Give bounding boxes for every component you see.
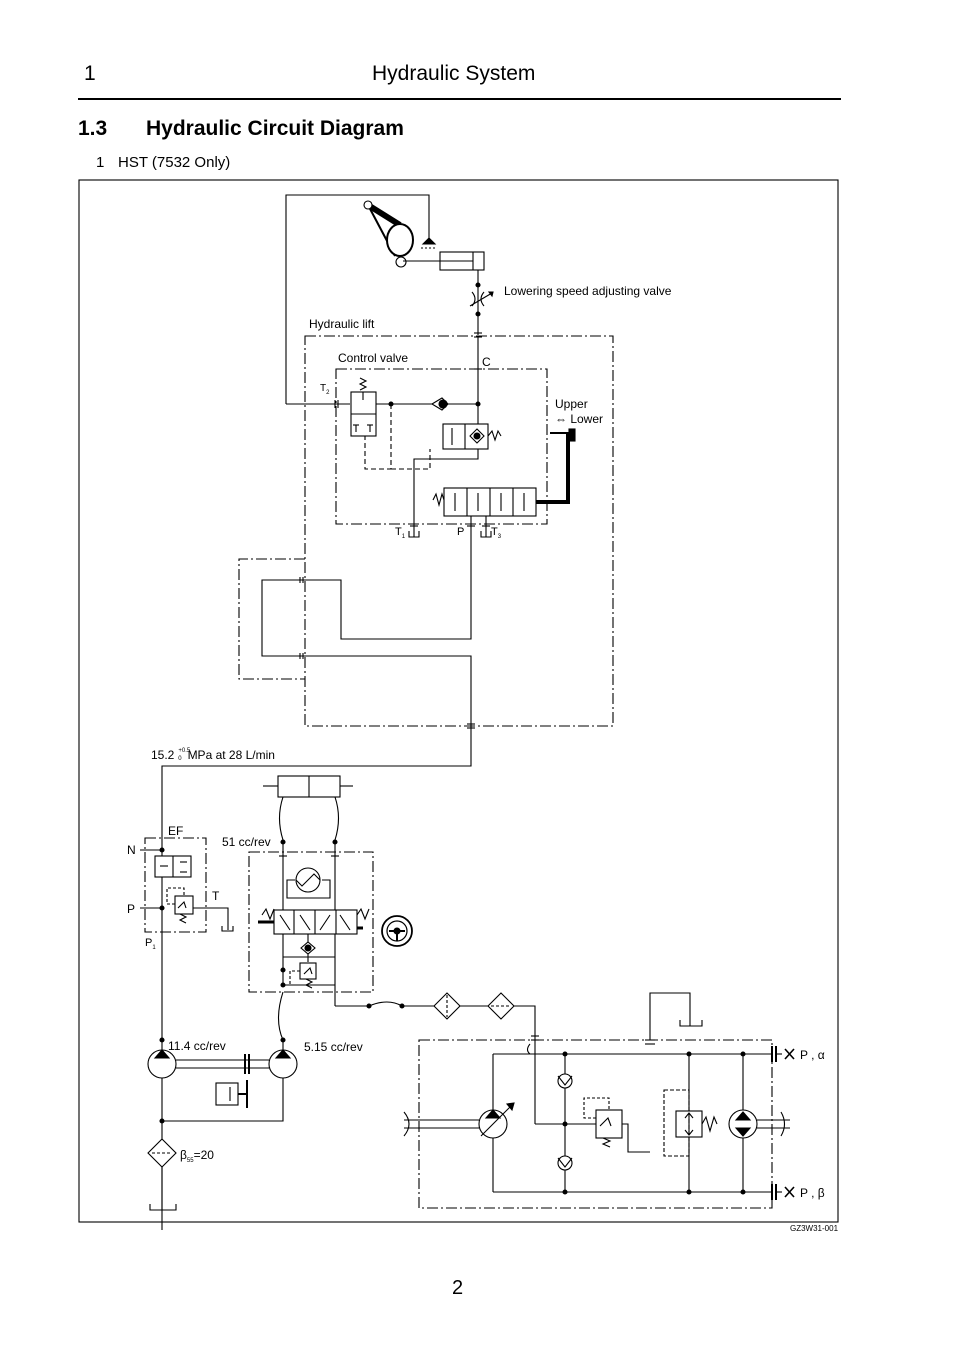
filter-beta-label: β55=20 [180, 1148, 214, 1164]
control-valve-boundary [335, 368, 548, 525]
lowering-valve-label: Lowering speed adjusting valve [504, 284, 672, 298]
priority-t-label: T [212, 889, 220, 903]
steering-wheel-icon [381, 915, 413, 947]
port-t1-label: T1 [395, 526, 406, 540]
main-pump-label: 11.4 cc/rev [168, 1039, 226, 1053]
figure-code: GZ3W31-001 [790, 1224, 839, 1233]
hydraulic-lift-boundary [304, 335, 614, 727]
hst-internals [403, 992, 795, 1200]
subsection-number: 1 [96, 154, 105, 171]
subsection-title: HST (7532 Only) [118, 154, 231, 171]
charge-pump-label: 5.15 cc/rev [304, 1040, 363, 1054]
port-p-label: P [457, 526, 464, 538]
lift-arm-assembly [285, 194, 485, 404]
lift-piping [161, 558, 475, 1230]
priority-valve-boundary [144, 837, 207, 933]
section-number: 1.3 [78, 117, 108, 140]
diagram-frame [78, 179, 839, 1223]
port-p1-label: P1 [145, 937, 156, 951]
port-t3-label: T3 [491, 526, 502, 540]
port-t2-label: T2 [320, 383, 330, 396]
steering-cylinder [263, 775, 353, 845]
return-line-filters [335, 992, 536, 1124]
port-p-alpha-label: P , α [800, 1048, 825, 1062]
lower-label: ⇔ Lower [555, 412, 603, 426]
port-p-beta-label: P , β [800, 1186, 825, 1200]
priority-p-label: P [127, 902, 135, 916]
page-number: 2 [452, 1277, 464, 1299]
hst-unit-boundary [418, 1039, 773, 1209]
port-n-label: N [127, 843, 136, 857]
port-c-label: C [482, 355, 491, 369]
steering-unit-internals [258, 844, 370, 1006]
steering-displacement-label: 51 cc/rev [222, 835, 271, 849]
header-rule [78, 98, 841, 100]
pump-assembly [147, 991, 298, 1124]
upper-label: Upper [555, 397, 588, 411]
ef-label: EF [168, 824, 183, 838]
section-title: Hydraulic Circuit Diagram [146, 117, 404, 140]
hydraulic-lift-label: Hydraulic lift [309, 317, 375, 331]
lowering-speed-valve [469, 282, 494, 338]
chapter-number: 1 [84, 62, 96, 85]
control-valve-label: Control valve [338, 351, 408, 365]
control-valve-internals [286, 337, 576, 580]
suction-filter [147, 1138, 177, 1211]
chapter-title: Hydraulic System [372, 62, 536, 85]
steering-unit-boundary [248, 851, 374, 993]
priority-valve [140, 847, 234, 932]
